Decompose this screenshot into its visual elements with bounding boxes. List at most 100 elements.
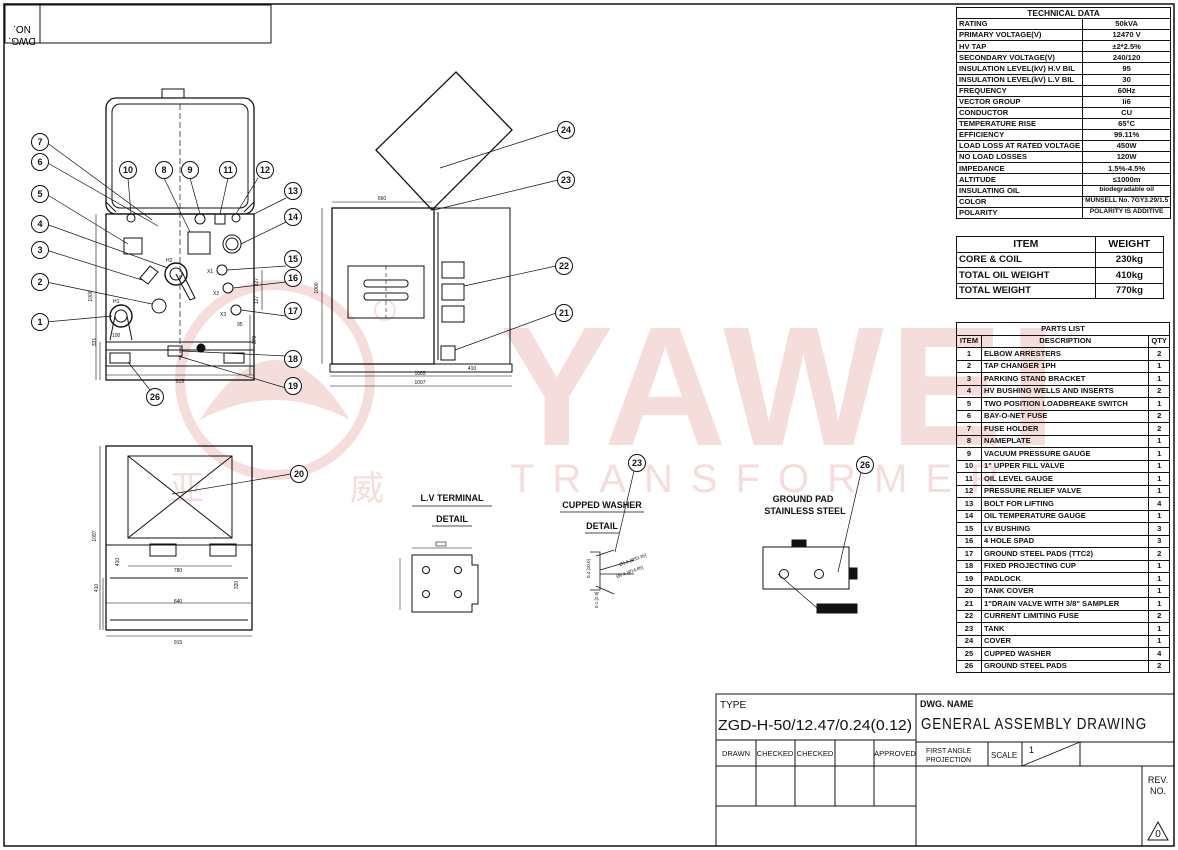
- cupped-washer-drawing: [590, 549, 635, 595]
- balloon-7: 7: [31, 133, 49, 151]
- tech-label: EFFICIENCY: [955, 129, 1084, 142]
- balloon-16: 16: [284, 269, 302, 287]
- tech-label: INSULATION LEVEL(kV) H.V BIL: [955, 62, 1084, 75]
- balloon-2: 2: [31, 273, 49, 291]
- svg-text:10: 10: [123, 165, 133, 175]
- balloon-20: 20: [290, 465, 308, 483]
- part-item-number: 21: [956, 597, 982, 611]
- part-qty: 3: [1148, 534, 1170, 548]
- part-item-number: 14: [956, 509, 982, 523]
- checked-label-2: CHECKED: [797, 749, 834, 758]
- side-view: [321, 71, 513, 387]
- dim-front-370: 370: [252, 336, 258, 345]
- tech-label: VECTOR GROUP: [955, 95, 1084, 108]
- side-open-cover: [375, 71, 513, 211]
- part-qty: 1: [1148, 459, 1170, 473]
- svg-text:26: 26: [860, 460, 870, 470]
- tech-label: POLARITY: [955, 206, 1084, 219]
- svg-text:19: 19: [288, 381, 298, 391]
- svg-text:18: 18: [288, 354, 298, 364]
- part-item-number: 11: [956, 472, 982, 486]
- lv-terminal-drawing: [399, 541, 479, 613]
- tech-label: CONDUCTOR: [955, 106, 1084, 119]
- part-description: PADLOCK: [980, 572, 1150, 586]
- top-leader: [171, 473, 292, 495]
- part-item-number: 6: [956, 409, 982, 423]
- tap-changer: [151, 298, 167, 314]
- lv-terminal-detail: L.V TERMINAL DETAIL: [412, 493, 492, 527]
- dim-top-780: 780: [174, 568, 183, 574]
- weight-header-weight: WEIGHT: [1094, 236, 1165, 253]
- balloon-6: 6: [31, 153, 49, 171]
- drain-valve: [440, 345, 456, 361]
- part-description: GROUND STEEL PADS: [980, 659, 1150, 673]
- part-qty: 1: [1148, 559, 1170, 573]
- part-qty: 1: [1148, 372, 1170, 386]
- dim-side-1097: 1097: [414, 380, 425, 386]
- watermark-sub: TRANSFORMER: [510, 457, 1017, 501]
- part-description: COVER: [980, 634, 1150, 648]
- tech-value: 120W: [1082, 151, 1172, 164]
- part-qty: 1: [1148, 447, 1170, 461]
- dim-top-320: 320: [234, 581, 240, 590]
- tech-value: 50kVA: [1082, 18, 1172, 31]
- balloon-24: 24: [557, 121, 575, 139]
- part-description: FUSE HOLDER: [980, 422, 1150, 436]
- tech-value: 99.11%: [1082, 129, 1172, 142]
- balloon-11: 11: [219, 161, 237, 179]
- dim-front-127a: 127: [254, 278, 260, 287]
- svg-text:14: 14: [288, 212, 298, 222]
- bushing-label-x1: X1: [207, 269, 213, 275]
- weight-header-item: ITEM: [956, 236, 1096, 253]
- svg-text:8: 8: [161, 165, 166, 175]
- svg-text:21: 21: [559, 308, 569, 318]
- part-description: TANK COVER: [980, 584, 1150, 598]
- revision-triangle: [1147, 820, 1169, 841]
- bushing-label-x2: X2: [213, 291, 219, 297]
- tech-value: MUNSELL No. 7GY3.29/1.5: [1082, 195, 1172, 208]
- svg-text:23: 23: [632, 458, 642, 468]
- tech-value: 12470 V: [1082, 29, 1172, 42]
- ground-pad-block: [816, 603, 858, 614]
- part-qty: 2: [1148, 547, 1170, 561]
- ground-pad-subtitle: STAINLESS STEEL: [764, 506, 846, 516]
- svg-text:23: 23: [561, 175, 571, 185]
- tech-value: Ii6: [1082, 95, 1172, 108]
- dim-front-100: 100: [112, 333, 121, 339]
- tech-value: ≤1000m: [1082, 173, 1172, 186]
- parts-list-title: PARTS LIST: [956, 322, 1170, 336]
- part-qty: 1: [1148, 584, 1170, 598]
- part-item-number: 3: [956, 372, 982, 386]
- parts-col-qty: QTY: [1148, 334, 1170, 348]
- technical-data-title: TECHNICAL DATA: [955, 6, 1172, 20]
- weight-value: 770kg: [1094, 282, 1165, 300]
- weight-value: 230kg: [1094, 251, 1165, 269]
- part-description: OIL TEMPERATURE GAUGE: [980, 509, 1150, 523]
- cupped-washer-detail-label: DETAIL: [586, 521, 618, 531]
- part-qty: 2: [1148, 384, 1170, 398]
- part-description: FIXED PROJECTING CUP: [980, 559, 1150, 573]
- part-description: TWO POSITION LOADBREAKE SWITCH: [980, 397, 1150, 411]
- part-qty: 1: [1148, 397, 1170, 411]
- tech-label: TEMPERATURE RISE: [955, 117, 1084, 131]
- part-item-number: 15: [956, 522, 982, 536]
- balloon-23: 23: [557, 171, 575, 189]
- part-item-number: 2: [956, 359, 982, 373]
- part-item-number: 1: [956, 347, 982, 361]
- svg-text:7: 7: [37, 137, 42, 147]
- svg-text:20: 20: [294, 469, 304, 479]
- balloon-14: 14: [284, 208, 302, 226]
- part-qty: 2: [1148, 409, 1170, 423]
- part-description: VACUUM PRESSURE GAUGE: [980, 447, 1150, 461]
